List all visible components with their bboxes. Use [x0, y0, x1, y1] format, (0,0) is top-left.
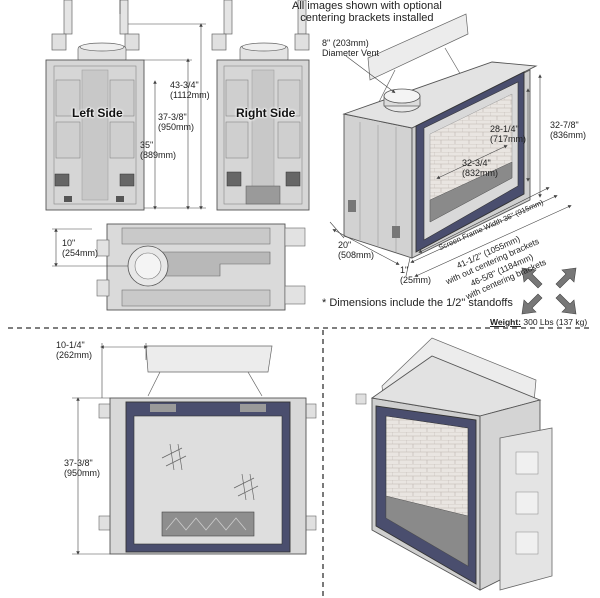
weight-label: Weight:: [490, 317, 522, 327]
left-side-view: [45, 0, 145, 211]
weight-line: Weight: 300 Lbs (137 kg): [490, 317, 587, 327]
frame-height-outer-label: 32-7/8" (836mm): [550, 120, 587, 140]
weight-value: 300 Lbs (137 kg): [523, 317, 588, 327]
vent-label: 8" (203mm) Diameter Vent: [322, 38, 380, 58]
isometric-view-dimensioned: [329, 13, 572, 277]
standoff-gap-label: 1" (25mm): [400, 265, 431, 285]
orientation-arrows-icon: [521, 267, 577, 315]
left-side-title: Left Side: [72, 106, 123, 120]
isometric-view: [355, 337, 553, 591]
depth-label: 20" (508mm): [338, 240, 375, 260]
right-side-title: Right Side: [236, 106, 296, 120]
opening-height-label: 35" (889mm): [140, 140, 177, 160]
side-view-dimension-lines: [119, 0, 206, 210]
frame-height-inner-label: 28-1/4" (717mm): [490, 124, 527, 144]
front-view: [72, 343, 317, 555]
right-side-view: [211, 0, 310, 211]
body-height-label: 37-3/8" (950mm): [158, 112, 195, 132]
front-height-label: 37-3/8" (950mm): [64, 458, 101, 478]
section-dividers: [8, 327, 592, 596]
standoff-note: * Dimensions include the 1/2" standoffs: [322, 297, 513, 309]
top-view-depth-label: 10" (254mm): [62, 238, 99, 258]
installation-note: All images shown with optional centering…: [292, 0, 442, 24]
top-plan-view: [52, 223, 306, 311]
opening-width-label: 32-3/4" (832mm): [462, 158, 499, 178]
overall-height-label: 43-3/4" (1112mm): [170, 80, 210, 100]
installation-note-line-1: All images shown with optional: [292, 0, 442, 12]
front-bracket-offset-label: 10-1/4" (262mm): [56, 340, 93, 360]
installation-note-line-2: centering brackets installed: [300, 12, 434, 24]
